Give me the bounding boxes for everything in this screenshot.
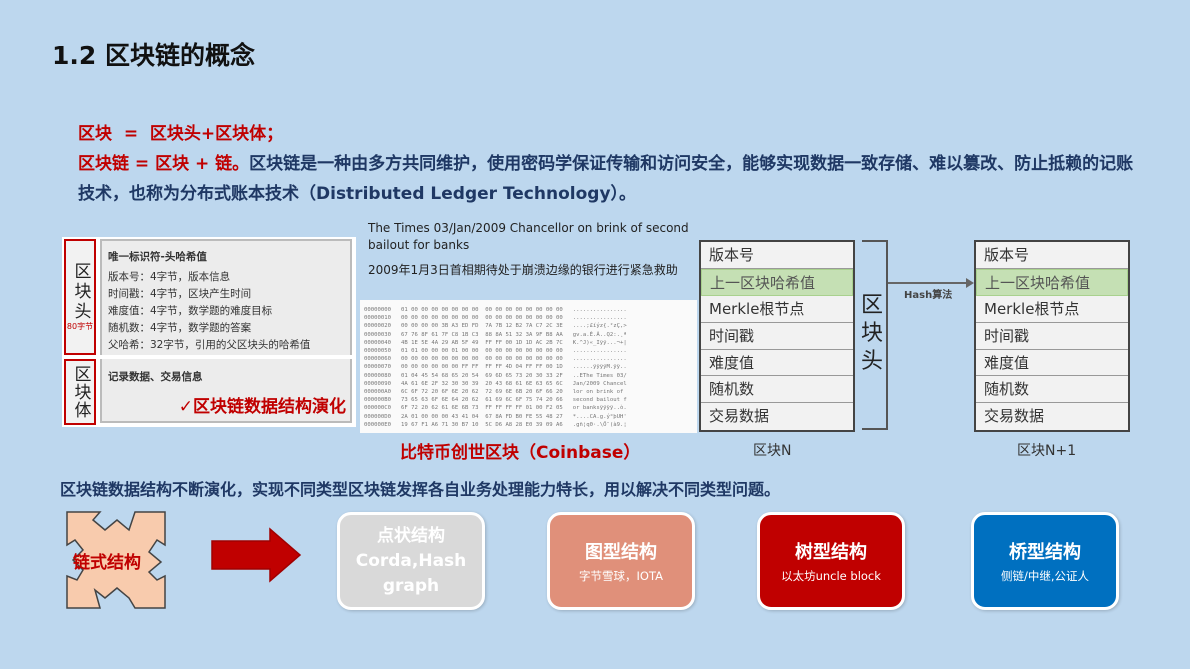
hex-row: 000000A0 6C 6F 72 20 6F 6E 20 62 72 69 6… [364, 389, 627, 396]
evolution-caption: ✓区块链数据结构演化 [178, 397, 346, 417]
structure-card: 点状结构 Corda,Hash graph [337, 512, 485, 610]
block-n1-label: 区块N+1 [1017, 443, 1077, 459]
block-field: Merkle根节点 [701, 295, 853, 323]
structure-title: 图型结构 [585, 542, 657, 563]
structure-card: 树型结构以太坊uncle block [757, 512, 905, 610]
chain-structure: 链式结构 [65, 510, 167, 610]
hex-row: 00000080 01 04 45 54 68 65 20 54 69 6D 6… [364, 372, 627, 379]
structure-card: 桥型结构侧链/中继,公证人 [971, 512, 1119, 610]
structure-subtitle: 以太坊uncle block [781, 569, 881, 583]
headline-cn: 2009年1月3日首相期待处于崩溃边缘的银行进行紧急救助 [368, 263, 678, 277]
blockchain-definition: 区块链 = 区块 + 链。区块链是一种由多方共同维护，使用密码学保证传输和访问安… [78, 149, 1138, 209]
hex-row: 00000040 4B 1E 5E 4A 29 AB 5F 49 FF FF 0… [364, 339, 627, 346]
header-fields: 唯一标识符-头哈希值版本号：4字节，版本信息时间戳：4字节，区块产生时间难度值：… [100, 239, 352, 355]
header-label-text: 区块头 [70, 262, 91, 322]
hex-row: 00000000 01 00 00 00 00 00 00 00 00 00 0… [364, 307, 627, 313]
body-fields: 记录数据、交易信息 ✓区块链数据结构演化 [100, 359, 352, 423]
block-field: 版本号 [701, 242, 853, 269]
headline-en: The Times 03/Jan/2009 Chancellor on brin… [368, 221, 689, 252]
hex-row: 000000B0 73 65 63 6F 6E 64 20 62 61 69 6… [364, 397, 627, 404]
body-label-text: 区块体 [70, 365, 91, 419]
block-body-label: 区块体 [64, 359, 96, 425]
header-field: 父哈希：32字节，引用的父区块头的哈希值 [108, 339, 311, 351]
hex-row: 00000090 4A 61 6E 2F 32 30 30 39 20 43 6… [364, 380, 627, 387]
hex-row: 00000050 01 01 00 00 00 01 00 00 00 00 0… [364, 348, 627, 355]
block-header-vertical-label: 区块头 [860, 293, 883, 374]
genesis-caption: 比特币创世区块（Coinbase） [400, 443, 641, 463]
structure-title: 点状结构 [377, 525, 445, 546]
block-field: 难度值 [976, 349, 1128, 377]
hex-row: 00000070 00 00 00 00 00 00 FF FF FF FF 4… [364, 364, 627, 371]
header-field: 版本号：4字节，版本信息 [108, 271, 231, 283]
hex-row: 00000020 00 00 00 00 3B A3 ED FD 7A 7B 1… [364, 323, 627, 330]
times-headline: The Times 03/Jan/2009 Chancellor on brin… [368, 220, 708, 279]
hash-label: Hash算法 [904, 290, 953, 301]
chain-label: 链式结构 [73, 553, 141, 573]
block-header-label: 区块头 80字节 [64, 239, 96, 355]
header-field: 随机数：4字节，数学题的答案 [108, 322, 252, 334]
block-n-label: 区块N [753, 443, 792, 459]
hex-row: 000000C0 6F 72 20 62 61 6E 6B 73 FF FF F… [364, 405, 627, 412]
hex-row: 000000E0 19 67 F1 A6 71 30 B7 10 5C D6 A… [364, 421, 627, 428]
block-structure-figure: 区块头 80字节 区块体 唯一标识符-头哈希值版本号：4字节，版本信息时间戳：4… [62, 237, 356, 427]
puzzle-piece-icon [66, 511, 166, 609]
header-size: 80字节 [66, 322, 94, 331]
structure-title: 桥型结构 [1009, 542, 1081, 563]
right-arrow-icon [211, 527, 302, 583]
structure-title: 树型结构 [795, 542, 867, 563]
definition-label: 区块链 = 区块 + 链。 [78, 154, 250, 174]
hex-row: 00000030 67 76 8F 61 7F C8 1B C3 88 8A 5… [364, 331, 627, 338]
block-field: 时间戳 [976, 322, 1128, 350]
structure-subtitle: Corda,Hash graph [355, 550, 467, 596]
hex-row: 000000D0 2A 01 00 00 00 43 41 04 67 8A F… [364, 413, 627, 420]
block-field: Merkle根节点 [976, 295, 1128, 323]
page-title: 1.2 区块链的概念 [52, 41, 255, 70]
structure-subtitle: 侧链/中继,公证人 [1000, 569, 1090, 583]
block-field: 版本号 [976, 242, 1128, 269]
structure-subtitle: 字节雪球，IOTA [579, 569, 663, 583]
body-text: 记录数据、交易信息 [108, 371, 203, 383]
block-field: 上一区块哈希值 [701, 268, 853, 296]
genesis-hex-dump: 00000000 01 00 00 00 00 00 00 00 00 00 0… [360, 300, 697, 433]
block-field: 交易数据 [701, 403, 853, 431]
header-bracket [862, 240, 888, 430]
block-field: 随机数 [701, 376, 853, 404]
header-field: 时间戳：4字节，区块产生时间 [108, 288, 252, 300]
header-field: 难度值：4字节，数学题的难度目标 [108, 305, 273, 317]
structure-card: 图型结构字节雪球，IOTA [547, 512, 695, 610]
block-field: 上一区块哈希值 [976, 268, 1128, 296]
definition-text: 区块链是一种由多方共同维护，使用密码学保证传输和访问安全，能够实现数据一致存储、… [78, 154, 1134, 204]
block-field: 交易数据 [976, 403, 1128, 431]
hash-arrow-icon [888, 278, 974, 288]
hex-row: 00000060 00 00 00 00 00 00 00 00 00 00 0… [364, 356, 627, 363]
hex-row: 00000010 00 00 00 00 00 00 00 00 00 00 0… [364, 315, 627, 322]
block-field: 时间戳 [701, 322, 853, 350]
evolution-text: 区块链数据结构不断演化，实现不同类型区块链发挥各自业务处理能力特长，用以解决不同… [60, 480, 781, 499]
block-definition: 区块 = 区块头+区块体； [78, 124, 284, 144]
header-field: 唯一标识符-头哈希值 [108, 251, 207, 263]
block-field: 难度值 [701, 349, 853, 377]
block-field: 随机数 [976, 376, 1128, 404]
